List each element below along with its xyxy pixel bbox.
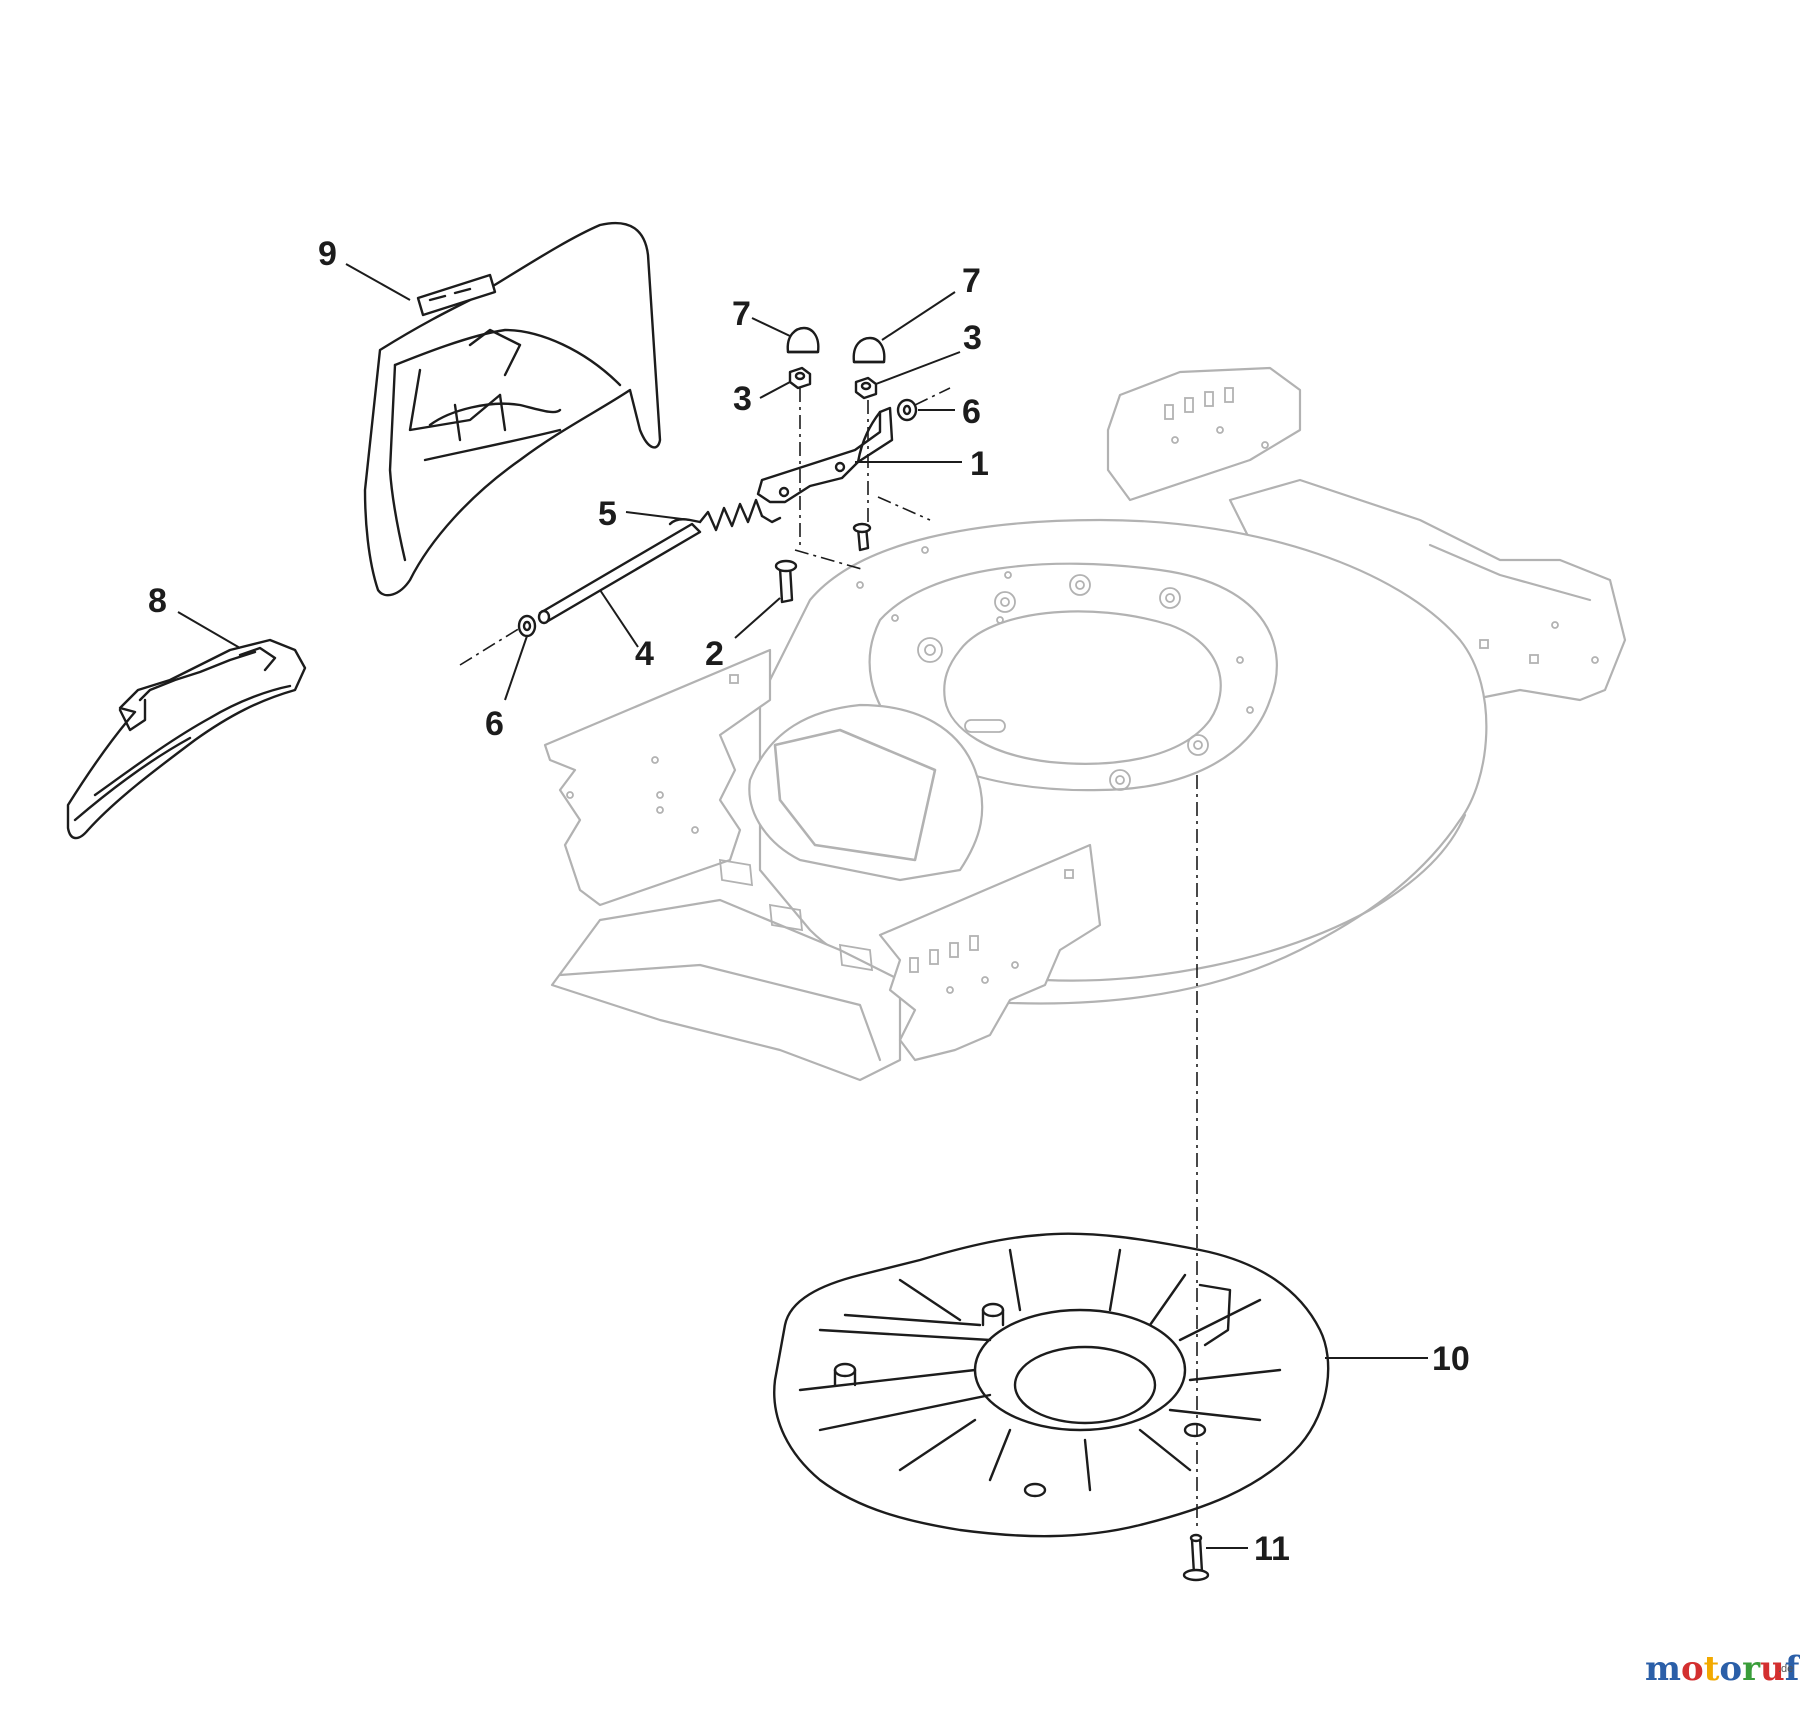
washer-part-left [504,614,537,701]
cap-part-left [751,317,820,354]
deflector-plate-part [773,1232,1428,1538]
logo-letter: o [1681,1649,1704,1689]
nut-part-left [759,366,812,399]
callout-11: 11 [1254,1530,1290,1568]
callout-8: 8 [148,582,167,620]
logo-letter: f [1785,1649,1800,1689]
logo-suffix: .de [1778,1663,1793,1675]
watermark-logo: motoruf .de [1645,1649,1800,1689]
assembly-center-lines [459,387,1198,1530]
nut-part-right [854,351,961,400]
logo-letter: o [1719,1649,1742,1689]
callout-4: 4 [635,635,654,673]
callout-10: 10 [1432,1340,1470,1378]
callout-3-right: 3 [963,319,982,357]
mounting-screw-part [1182,1533,1248,1582]
axle-rod-part [537,522,702,648]
callout-9: 9 [318,235,337,273]
callout-7-right: 7 [962,262,981,300]
logo-letter: r [1742,1649,1761,1689]
bracket-part [756,406,962,504]
side-flap-part [66,611,307,840]
mower-deck [543,366,1627,1082]
callout-6-left: 6 [485,705,504,743]
logo-letter: t [1704,1649,1720,1689]
washer-part-right [896,398,955,422]
logo-letter: u [1760,1649,1785,1689]
callout-labels: 1 2 3 3 4 5 6 6 7 7 8 9 10 11 [148,235,1470,1568]
cap-part-right [852,291,956,364]
callout-7-left: 7 [732,295,751,333]
bolt-part [734,522,872,639]
logo-wordmark: motoruf [1645,1649,1800,1689]
spring-part [625,498,782,532]
logo-letter: m [1645,1649,1681,1689]
callout-5: 5 [598,495,617,533]
callout-2: 2 [705,635,724,673]
callout-6-right: 6 [962,393,981,431]
rear-guard-part [345,221,662,597]
callout-1: 1 [970,445,989,483]
callout-3-left: 3 [733,380,752,418]
